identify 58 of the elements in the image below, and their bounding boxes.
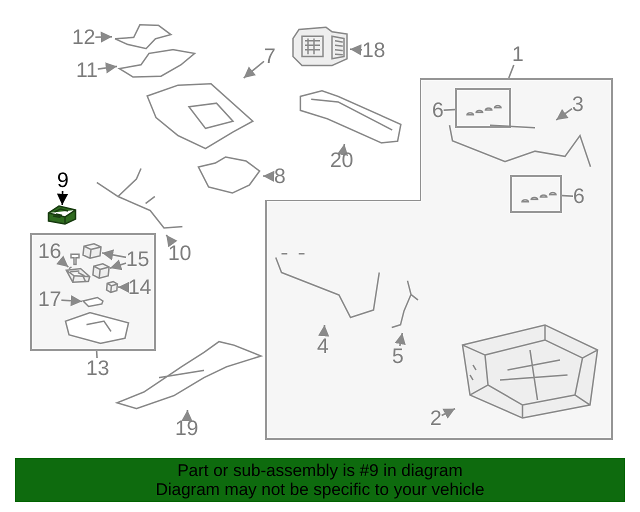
clip-drawing [65,267,91,283]
callout-number: 16 [38,241,62,262]
callout-number: 10 [168,243,192,264]
assembly-frame [265,78,613,440]
callout-number: 3 [572,94,584,115]
callout-number: 15 [126,249,150,270]
leader-line [102,249,126,260]
callout-number: 11 [76,60,98,81]
relay-drawing [92,263,110,279]
leader-line [318,324,330,337]
parts-inset-box [455,88,511,128]
leader-line [508,64,515,78]
fuse-drawing [82,297,104,307]
leader-line [166,234,178,248]
callout-number: 20 [330,150,354,171]
leader-line [110,259,126,270]
assembly-frame [30,233,156,351]
leader-line [181,410,193,422]
leader-line [562,194,574,197]
leader-line [394,332,406,346]
leader-line [56,256,69,268]
leader-line [262,170,274,182]
leader-line [118,282,130,293]
cover-plate-drawing [195,155,263,195]
leader-line [56,190,68,206]
leader-line [243,60,264,79]
callout-number: 18 [362,40,386,61]
callout-number: 17 [38,289,62,310]
parts-inset-box [510,175,562,213]
callout-number: 5 [392,346,404,367]
callout-number: 6 [573,186,585,207]
leader-line [441,408,456,419]
leader-line [61,295,82,306]
leader-line [96,350,98,358]
leader-line [556,108,572,121]
callout-number: 14 [128,277,152,298]
fuse-drawing [106,281,118,293]
callout-number: 4 [317,336,329,357]
panel-drawing [112,22,174,50]
notice-text: Diagram may not be specific to your vehicle [154,480,486,499]
callout-number: 13 [86,358,110,379]
leader-line [98,62,118,74]
callout-number: 9 [57,170,69,191]
callout-number: 6 [432,100,444,121]
callout-number: 19 [175,418,198,439]
callout-number: 8 [274,166,286,187]
callout-number: 1 [512,44,524,65]
leader-line [444,108,456,111]
leader-line [337,144,348,156]
callout-number: 7 [264,46,276,67]
module-drawing [47,205,77,225]
notice-text: Part or sub-assembly is #9 in diagram [176,461,464,480]
callout-number: 12 [72,27,96,48]
leader-line [95,31,112,43]
air-duct-drawing [114,338,264,410]
relay-drawing [82,243,102,259]
callout-number: 2 [430,408,442,429]
leader-line [350,44,362,56]
